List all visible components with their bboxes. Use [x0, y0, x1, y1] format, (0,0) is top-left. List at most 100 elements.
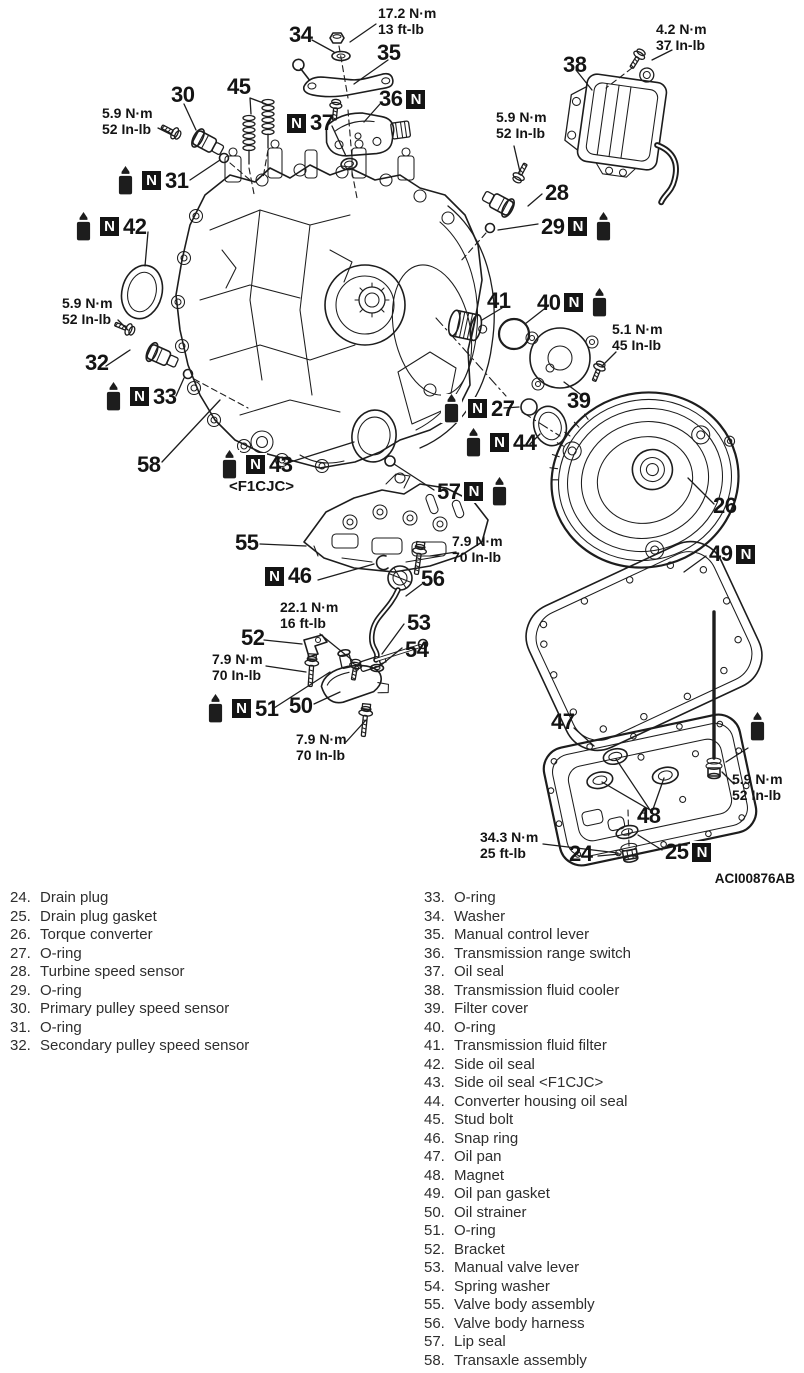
legend-item-34: 34. Washer: [424, 908, 631, 927]
legend-item-41: 41.Transmission fluid filter: [424, 1037, 631, 1056]
legend-part-name: Transmission range switch: [454, 944, 632, 962]
oil-pan-art: [542, 713, 758, 867]
o-ring-31-art: [218, 152, 230, 164]
torque-line: 7.9 N·m: [452, 533, 503, 549]
callout-number: 51: [255, 695, 279, 721]
legend-item-36: 36. Transmission range switch: [424, 945, 631, 964]
callout-number: 53: [407, 610, 431, 635]
legend-item-25: 25.Drain plug gasket: [10, 908, 249, 927]
legend-number: 36.: [424, 944, 445, 962]
legend-part-name: Converter housing oil seal: [454, 1092, 628, 1110]
callout-number: 33: [153, 383, 177, 409]
torque-line: 13 ft-lb: [378, 20, 424, 37]
sealant-symbol: N: [464, 482, 484, 501]
stud-bolt-art: [242, 114, 256, 165]
callout-number: 56: [421, 566, 445, 591]
callout-number: <F1CJC>: [229, 478, 295, 495]
legend-part-name: Washer: [454, 907, 506, 925]
callout-number: 32: [85, 350, 109, 375]
legend-number: 47.: [424, 1148, 445, 1165]
legend-part-name: O-ring: [454, 889, 496, 906]
legend-item-46: 46.Snap ring: [424, 1130, 631, 1149]
callout-30: 30: [170, 84, 195, 106]
legend-part-name: Valve body harness: [454, 1314, 585, 1332]
legend-part-name: Oil strainer: [454, 1203, 527, 1221]
legend-part-name: Stud bolt: [454, 1111, 514, 1128]
legend-part-name: Filter cover: [454, 1000, 529, 1017]
legend-part-name: O-ring: [40, 944, 82, 962]
legend-number: 34.: [424, 907, 445, 925]
sealant-symbol: N: [100, 217, 119, 236]
legend-item-48: 48.Magnet: [424, 1167, 631, 1186]
callout-number: 46: [288, 563, 312, 588]
grease-bottle-icon: [466, 428, 481, 457]
legend-number: 55.: [424, 1296, 445, 1313]
magnet-art: [586, 747, 679, 790]
legend-item-58: 58.Transaxle assembly: [424, 1352, 631, 1371]
side-oil-seal-42-art: [120, 264, 164, 320]
legend-item-51: 51.O-ring: [424, 1222, 631, 1241]
legend-part-name: Snap ring: [454, 1129, 519, 1147]
legend-number: 26.: [10, 926, 31, 943]
callout-number: 41: [487, 288, 511, 313]
torque-line: 70 In-lb: [212, 666, 262, 683]
legend-item-57: 57. Lip seal: [424, 1333, 631, 1352]
range-switch-art: [325, 112, 411, 157]
callout-39: 39: [566, 390, 591, 412]
callout-55: 55: [234, 532, 259, 554]
torque-line: 25 ft-lb: [480, 844, 526, 861]
legend-number: 32.: [10, 1037, 31, 1054]
legend-part-name: Drain plug: [40, 889, 109, 906]
callout-number: 44: [513, 429, 537, 455]
legend-part-name: Oil seal: [454, 963, 505, 980]
grease-bottle-icon: [208, 694, 223, 723]
torque-line: 5.1 N·m: [612, 321, 663, 337]
grease-bottle-icon: [106, 382, 121, 411]
legend-part-name: Lip seal: [454, 1333, 506, 1350]
grease-bottle-icon: [444, 394, 459, 423]
oil-strainer-art: [320, 648, 389, 704]
torque-line: 5.9 N·m: [732, 771, 783, 787]
legend-number: 35.: [424, 926, 445, 943]
legend-number: 27.: [10, 944, 31, 962]
legend-number: 45.: [424, 1111, 445, 1128]
torque-line: 52 In-lb: [62, 310, 112, 327]
sealant-symbol: N: [564, 293, 584, 312]
legend-number: 57.: [424, 1333, 445, 1350]
callout-number: 52: [241, 625, 265, 650]
legend-number: 54.: [424, 1277, 445, 1295]
grease-bottle-icon: [205, 694, 226, 723]
legend-item-24: 24.Drain plug: [10, 889, 249, 908]
legend-item-33: 33. O-ring: [424, 889, 631, 908]
legend-number: 33.: [424, 889, 445, 906]
oil-pan-gasket-art: [525, 540, 763, 752]
legend-item-35: 35.Manual control lever: [424, 926, 631, 945]
sealant-symbol: N: [130, 387, 149, 406]
legend-item-42: 42.Side oil seal: [424, 1056, 631, 1075]
grease-bottle-icon: [593, 288, 607, 317]
o-ring-27-art: [520, 398, 538, 416]
legend-item-47: 47.Oil pan: [424, 1148, 631, 1167]
callout-number: 37: [310, 110, 334, 135]
grease-bottle-icon: [747, 712, 768, 741]
callout-43-note: <F1CJC>: [228, 479, 295, 494]
callout-54: 54: [404, 639, 429, 661]
torque-converter-art: [549, 391, 740, 569]
callout-47: 47: [550, 711, 575, 733]
legend-part-name: Side oil seal <F1CJC>: [454, 1074, 604, 1091]
torque-line: 4.2 N·m: [656, 21, 707, 37]
legend-number: 48.: [424, 1166, 445, 1184]
legend-part-name: O-ring: [454, 1222, 496, 1239]
